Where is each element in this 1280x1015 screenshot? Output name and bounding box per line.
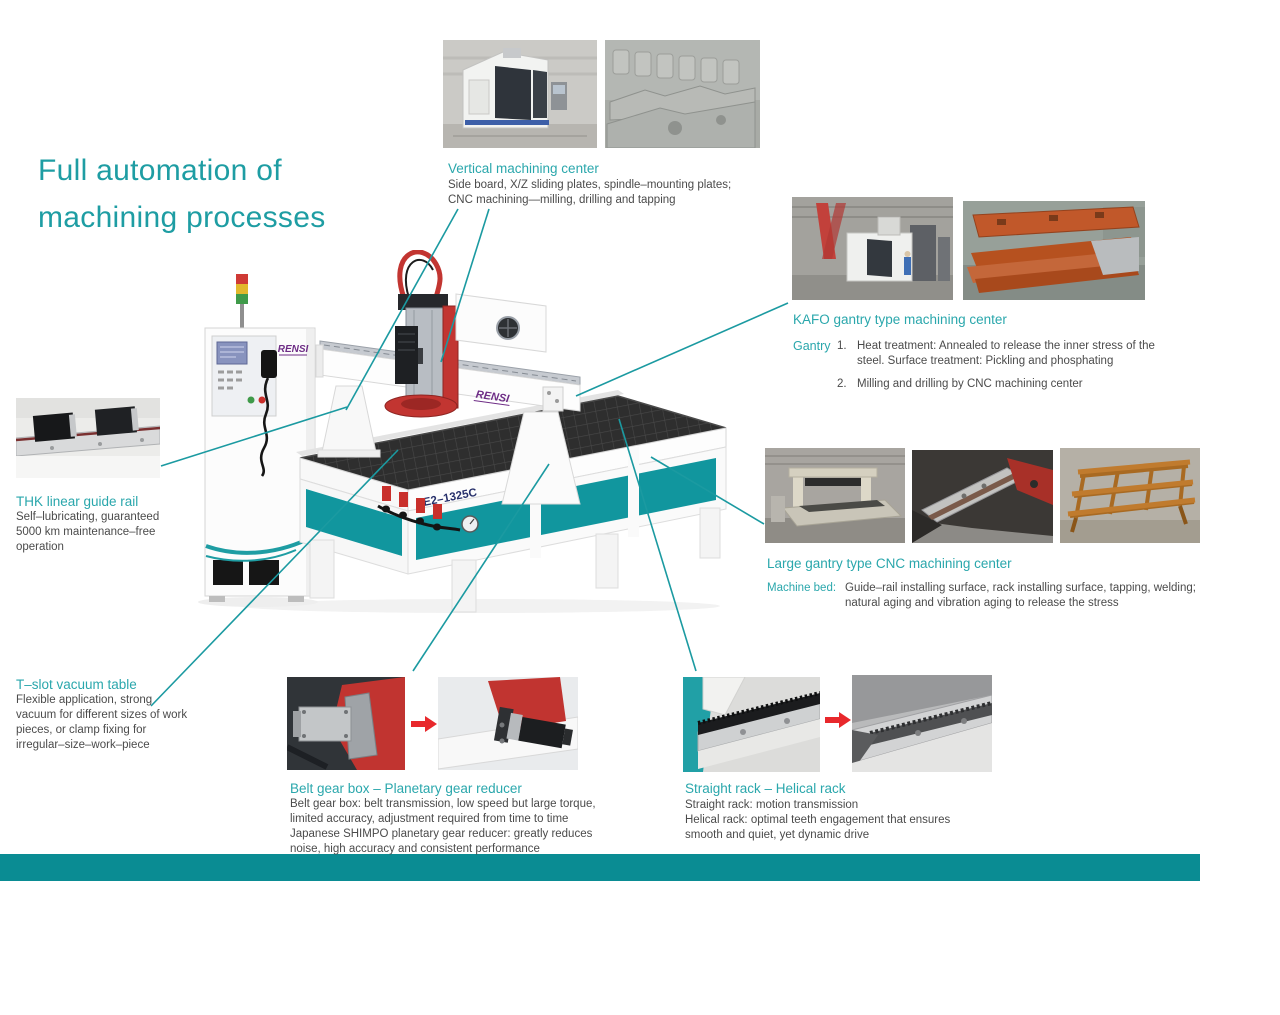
cnc-router-illustration: RENSI E2–1325C [198,250,727,613]
large-gantry-label: Machine bed: [767,582,837,594]
gantry-castings-photo [963,201,1145,300]
thk-body: Self–lubricating, guaranteed 5000 km mai… [16,511,160,553]
straight-rack-photo [683,677,820,772]
footer-accent-bar [0,854,1200,881]
tslot-body: Flexible application, strong vacuum for … [16,694,188,751]
kafo-item-1: 1. Heat treatment: Annealed to release t… [837,339,1157,369]
vertical-machining-center-photo [443,40,597,148]
kafo-item-1-number: 1. [837,340,847,352]
page-title-line1: Full automation of [38,154,282,187]
beam-brand-logo: RENSI [475,389,511,406]
thk-guide-rail-photo [16,398,160,478]
large-gantry-body: Guide–rail installing surface, rack inst… [845,582,1196,609]
vertical-machining-heading: Vertical machining center [448,161,599,176]
belt-para1: Belt gear box: belt transmission, low sp… [290,798,596,825]
belt-arrow-icon [411,716,437,737]
belt-heading: Belt gear box – Planetary gear reducer [290,781,522,796]
rack-arrow-icon [825,712,851,733]
large-gantry-heading: Large gantry type CNC machining center [767,556,1012,571]
belt-para2: Japanese SHIMPO planetary gear reducer: … [290,828,593,855]
large-gantry-machine-photo [765,448,905,543]
machine-bed-machining-photo [912,450,1053,543]
kafo-item-1-text: Heat treatment: Annealed to release the … [857,340,1155,367]
belt-gear-box-photo [287,677,405,770]
kafo-item-2-text: Milling and drilling by CNC machining ce… [857,378,1083,390]
helical-rack-photo [852,675,992,772]
tslot-heading: T–slot vacuum table [16,677,137,692]
cabinet-brand-logo: RENSI [278,344,309,355]
vertical-machining-body-line2: CNC machining—milling, drilling and tapp… [448,194,676,206]
control-cabinet: RENSI [204,274,316,602]
thk-heading: THK linear guide rail [16,494,139,509]
spindle-assembly [384,250,459,418]
rack-para2: Helical rack: optimal teeth engagement t… [685,814,951,841]
kafo-item-2-number: 2. [837,378,847,390]
gantry-head [455,293,547,353]
kafo-item-2: 2. Milling and drilling by CNC machining… [837,377,1157,392]
kafo-heading: KAFO gantry type machining center [793,312,1007,327]
machined-plates-photo [605,40,760,148]
vertical-machining-body-line1: Side board, X/Z sliding plates, spindle–… [448,179,732,191]
planetary-reducer-photo [438,677,578,770]
page-title-line2: machining processes [38,201,326,234]
left-gantry-support [321,385,377,453]
rack-line1: Straight rack: motion transmission [685,799,859,811]
page-title: Full automation of machining processes [38,147,326,241]
bed-weldment-photo [1060,448,1200,543]
kafo-label: Gantry [793,339,831,353]
rack-heading: Straight rack – Helical rack [685,781,846,796]
kafo-workshop-photo [792,197,953,300]
